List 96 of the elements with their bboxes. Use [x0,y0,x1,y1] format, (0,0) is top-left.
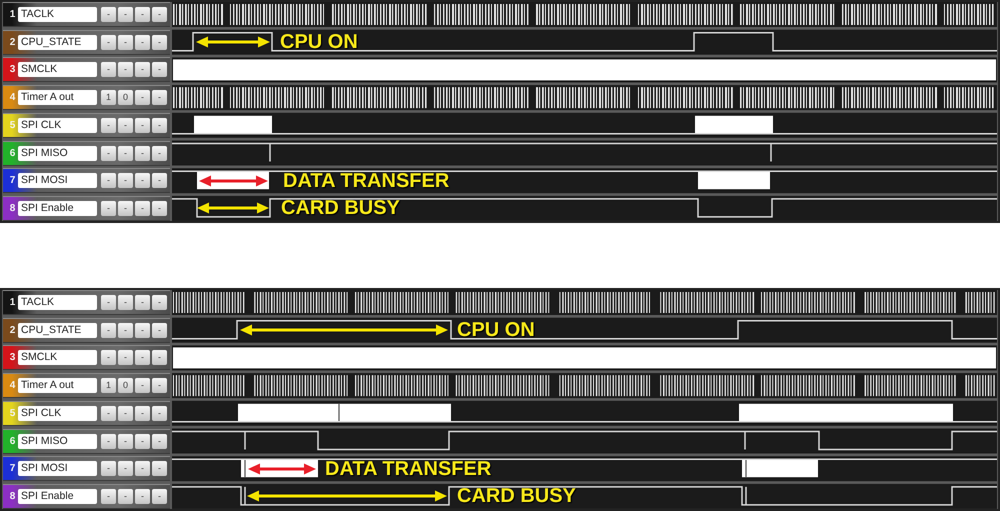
channel-button: - [135,7,150,22]
channel-button: - [135,200,150,216]
channel-number: 4 [8,380,16,392]
channel-name-field: Timer A out [18,378,97,394]
channel-button: - [152,406,167,421]
channel-number: 1 [8,9,16,21]
channel-number: 6 [8,148,16,160]
channel-button: - [101,434,116,448]
channel-button: - [101,322,116,338]
channel-button: - [135,295,150,310]
channel-button: - [152,90,167,106]
channel-name-field: SMCLK [18,350,97,366]
channel-button: - [118,295,133,310]
channel-name-field: CPU_STATE [18,34,97,50]
channel-button: - [118,146,133,160]
channel-button: 0 [118,90,133,106]
channel-number: 6 [8,436,16,448]
channel-button: - [152,118,167,133]
channel-button: - [152,350,167,366]
channel-button: - [135,90,150,106]
channel-name-field: Timer A out [18,90,97,106]
channel-button: - [135,146,150,160]
channel-number: 3 [8,352,16,364]
channel-button: - [101,146,116,160]
channel-button: - [135,488,150,504]
channel-number: 2 [8,36,16,49]
channel-button: - [101,7,116,22]
channel-button: - [152,434,167,448]
channel-button: - [152,146,167,160]
channel-number: 7 [8,175,16,188]
channel-button: - [118,200,133,216]
channel-button: - [101,406,116,421]
channel-button: - [152,173,167,188]
channel-button: - [152,200,167,216]
channel-button: - [118,322,133,338]
channel-number: 5 [8,120,16,132]
channel-number: 2 [8,324,16,337]
channel-button: - [118,434,133,448]
channel-button: - [135,322,150,338]
channel-button: - [101,350,116,366]
channel-number: 1 [8,297,16,309]
channel-button: - [118,488,133,504]
channel-number: 3 [8,64,16,76]
channel-button: - [101,173,116,188]
channel-button: - [135,118,150,133]
channel-name-field: SPI CLK [18,118,97,133]
channel-button: - [118,7,133,22]
channel-name-field: TACLK [18,7,97,22]
channel-button: - [118,62,133,78]
channel-button: - [135,173,150,188]
channel-button: 0 [118,378,133,394]
channel-button: - [135,434,150,448]
channel-button: - [152,7,167,22]
channel-button: - [118,118,133,133]
channel-button: - [101,295,116,310]
channel-button: - [101,118,116,133]
channel-name-field: CPU_STATE [18,322,97,338]
channel-button: - [118,461,133,476]
channel-number: 8 [8,202,16,215]
channel-button: - [135,406,150,421]
channel-button: - [135,461,150,476]
channel-button: - [101,488,116,504]
channel-button: - [152,62,167,78]
channel-number: 7 [8,463,16,476]
channel-button: - [118,406,133,421]
channel-name-field: SPI Enable [18,488,97,504]
channel-button: - [152,461,167,476]
channel-button: - [135,378,150,394]
channel-name-field: SPI Enable [18,200,97,216]
channel-button: - [101,62,116,78]
channel-name-field: SPI MOSI [18,173,97,188]
channel-button: - [135,350,150,366]
channel-number: 4 [8,92,16,104]
channel-button: - [152,322,167,338]
channel-button: - [135,34,150,50]
channel-button: - [135,62,150,78]
channel-button: - [152,295,167,310]
channel-button: - [101,34,116,50]
channel-button: - [118,34,133,50]
channel-number: 8 [8,490,16,503]
channel-button: 1 [101,90,116,106]
channel-name-field: TACLK [18,295,97,310]
channel-button: - [118,350,133,366]
channel-button: - [152,378,167,394]
channel-name-field: SMCLK [18,62,97,78]
channel-button: 1 [101,378,116,394]
channel-name-field: SPI MOSI [18,461,97,476]
channel-name-field: SPI MISO [18,146,97,160]
channel-button: - [101,200,116,216]
channel-button: - [101,461,116,476]
channel-name-field: SPI MISO [18,434,97,448]
channel-button: - [118,173,133,188]
channel-button: - [152,488,167,504]
channel-button: - [152,34,167,50]
channel-number: 5 [8,408,16,420]
channel-name-field: SPI CLK [18,406,97,421]
